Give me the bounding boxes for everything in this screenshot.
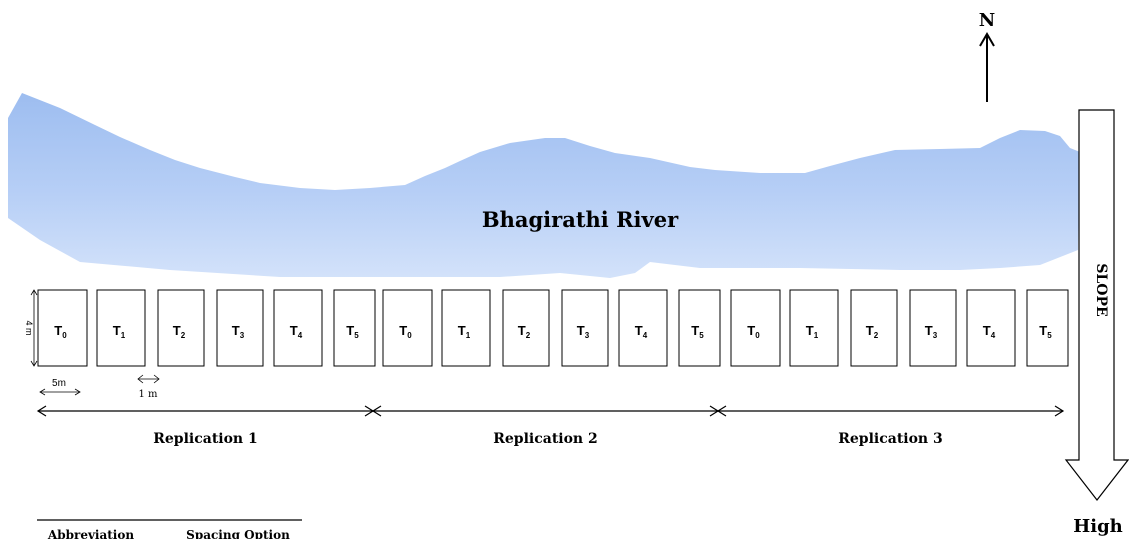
slope-label: SLOPE bbox=[1093, 263, 1109, 316]
replication-1-span: Replication 1 bbox=[36, 405, 375, 447]
plot-1-T2: T2 bbox=[157, 289, 205, 367]
dimension-annotations: 4 m 5m 1 m bbox=[24, 289, 160, 400]
plot-length-label: 5m bbox=[52, 378, 66, 389]
plot-3-T3: T3 bbox=[909, 289, 957, 367]
plot-1-T4: T4 bbox=[273, 289, 323, 367]
plot-2-T5: T5 bbox=[678, 289, 721, 367]
legend-header-abbreviation: Abbreviation bbox=[47, 528, 134, 539]
replication-spans: Replication 1 Replication 2 Replication 3 bbox=[36, 405, 1065, 447]
plot-1-T3: T3 bbox=[216, 289, 264, 367]
river-label: Bhagirathi River bbox=[482, 207, 679, 232]
plot-width-label: 4 m bbox=[24, 320, 34, 335]
plot-2-T0: T0 bbox=[382, 289, 433, 367]
slope-arrow: SLOPE High bbox=[1064, 109, 1129, 537]
plot-2-T2: T2 bbox=[502, 289, 550, 367]
river-shape bbox=[8, 93, 1080, 278]
plot-1-T5: T5 bbox=[333, 289, 376, 367]
plot-2-T4: T4 bbox=[618, 289, 668, 367]
legend-table: Abbreviation Spacing Option bbox=[37, 519, 302, 539]
replication-label: Replication 3 bbox=[838, 431, 942, 447]
gap-label: 1 m bbox=[138, 389, 158, 400]
north-label: N bbox=[979, 10, 995, 31]
replication-label: Replication 2 bbox=[493, 431, 597, 447]
replication-3-span: Replication 3 bbox=[716, 405, 1065, 447]
slope-high-label: High bbox=[1073, 516, 1123, 537]
replication-label: Replication 1 bbox=[153, 431, 257, 447]
plot-1-T1: T1 bbox=[96, 289, 146, 367]
plot-3-T0: T0 bbox=[730, 289, 781, 367]
legend-header-spacing: Spacing Option bbox=[186, 528, 290, 539]
plot-1-T0: T0 bbox=[37, 289, 88, 367]
replication-2-span: Replication 2 bbox=[371, 405, 720, 447]
plot-3-T1: T1 bbox=[789, 289, 839, 367]
north-arrow: N bbox=[979, 10, 995, 102]
plot-3-T4: T4 bbox=[966, 289, 1016, 367]
plot-3-T5: T5 bbox=[1026, 289, 1069, 367]
plot-3-T2: T2 bbox=[850, 289, 898, 367]
plot-2-T3: T3 bbox=[561, 289, 609, 367]
plot-2-T1: T1 bbox=[441, 289, 491, 367]
